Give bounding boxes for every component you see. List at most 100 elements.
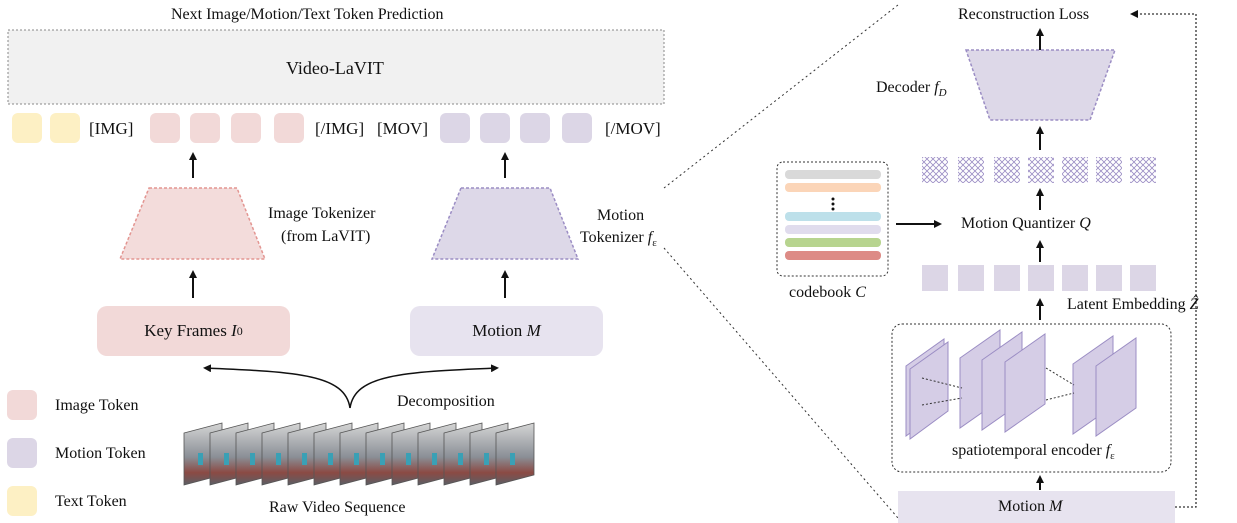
encoder-sub: ε <box>1110 450 1115 463</box>
video-frame-figure <box>224 453 229 465</box>
latent-token <box>1062 265 1088 291</box>
motion-input-label: Motion M <box>998 499 1062 515</box>
motion-tokenizer-shape <box>430 187 580 260</box>
image-token <box>190 113 220 143</box>
motion-box: Motion M <box>410 306 603 356</box>
legend-swatch-image <box>7 390 37 420</box>
quantizer-label: Motion Quantizer Q <box>961 216 1091 232</box>
encoder-symbol: f <box>1105 442 1111 459</box>
raw-video-frames <box>183 422 535 486</box>
motion-input-box <box>898 491 1175 523</box>
quantizer-symbol: Q <box>1079 215 1091 232</box>
decomposition-arrow-left <box>203 364 351 409</box>
quantized-token <box>1130 157 1156 183</box>
text-token <box>50 113 80 143</box>
quantized-token <box>1096 157 1122 183</box>
video-frame-figure <box>432 453 437 465</box>
encoder-label: spatiotemporal encoder fε <box>952 443 1115 462</box>
latent-token <box>1028 265 1054 291</box>
zoom-line-top <box>663 4 899 189</box>
motion-token <box>440 113 470 143</box>
seq-mov-close: [/MOV] <box>605 119 661 138</box>
top-title: Next Image/Motion/Text Token Prediction <box>171 6 444 23</box>
image-token <box>231 113 261 143</box>
decomposition-label: Decomposition <box>397 393 495 410</box>
latent-token <box>1130 265 1156 291</box>
latent-label: Latent Embedding Ẑ <box>1067 297 1199 313</box>
quantizer-text: Motion Quantizer <box>961 215 1076 232</box>
image-token <box>150 113 180 143</box>
codebook-bar <box>785 238 881 247</box>
motion-input-text: Motion <box>998 498 1046 515</box>
motion-token <box>562 113 592 143</box>
legend-label-image: Image Token <box>55 397 139 414</box>
motion-token <box>480 113 510 143</box>
codebook-bar <box>785 170 881 179</box>
video-frame-figure <box>406 453 411 465</box>
codebook-label: codebook C <box>789 285 866 301</box>
motion-tokenizer-text: Tokenizer <box>580 229 644 246</box>
reconstruction-loss-label: Reconstruction Loss <box>958 6 1090 23</box>
quantized-token <box>922 157 948 183</box>
latent-symbol: Ẑ <box>1189 296 1199 313</box>
codebook-bar <box>785 183 881 192</box>
legend-swatch-text <box>7 486 37 516</box>
decoder-symbol: f <box>934 79 939 96</box>
feedback-loop <box>1130 10 1197 508</box>
quantized-token <box>958 157 984 183</box>
quantized-tokens <box>922 157 1156 183</box>
motion-tokenizer-symbol: f <box>647 229 653 246</box>
text-token <box>12 113 42 143</box>
motion-input-symbol: M <box>1049 498 1063 515</box>
legend-label-text: Text Token <box>55 493 127 510</box>
video-frame-figure <box>354 453 359 465</box>
motion-token <box>520 113 550 143</box>
token-sequence <box>12 113 592 143</box>
quantized-token <box>994 157 1020 183</box>
video-frame-figure <box>510 453 515 465</box>
motion-tokenizer-sub: ε <box>652 237 657 250</box>
encoder-layers <box>905 329 1137 440</box>
motion-symbol: M <box>526 321 541 340</box>
quantized-token <box>1028 157 1054 183</box>
codebook-bar <box>785 251 881 260</box>
codebook-ellipsis <box>831 197 835 201</box>
decoder-text: Decoder <box>876 79 931 96</box>
raw-video-label: Raw Video Sequence <box>269 499 406 516</box>
video-frame-figure <box>276 453 281 465</box>
codebook-bar <box>785 212 881 221</box>
key-frames-label: Key Frames <box>144 321 227 340</box>
codebook-bar <box>785 225 881 234</box>
encoder-text: spatiotemporal encoder <box>952 442 1102 459</box>
image-token <box>274 113 304 143</box>
llm-box <box>7 29 665 105</box>
latent-token <box>922 265 948 291</box>
seq-img-close: [/IMG] <box>315 119 365 138</box>
seq-mov-open: [MOV] <box>377 119 428 138</box>
video-frame-figure <box>380 453 385 465</box>
motion-tokenizer-label-2: Tokenizer fε <box>580 230 657 249</box>
image-tokenizer-shape <box>118 187 267 260</box>
decoder-sub: D <box>938 87 947 100</box>
video-frame-figure <box>198 453 203 465</box>
motion-tokenizer-label-1: Motion <box>597 207 645 224</box>
latent-token <box>958 265 984 291</box>
video-frame-figure <box>302 453 307 465</box>
motion-label: Motion <box>472 321 523 340</box>
image-tokenizer-label-2: (from LaVIT) <box>281 228 371 245</box>
codebook-ellipsis <box>831 202 835 206</box>
codebook-text: codebook <box>789 284 852 301</box>
latent-token <box>1096 265 1122 291</box>
seq-img-open: [IMG] <box>89 119 134 138</box>
video-frame-figure <box>250 453 255 465</box>
quantized-token <box>1062 157 1088 183</box>
codebook-ellipsis <box>831 207 835 211</box>
video-frame-figure <box>328 453 333 465</box>
video-frame-figure <box>484 453 489 465</box>
latent-text: Latent Embedding <box>1067 296 1186 313</box>
latent-token <box>994 265 1020 291</box>
decoder-label: Decoder fD <box>876 80 947 99</box>
video-frame-figure <box>458 453 463 465</box>
